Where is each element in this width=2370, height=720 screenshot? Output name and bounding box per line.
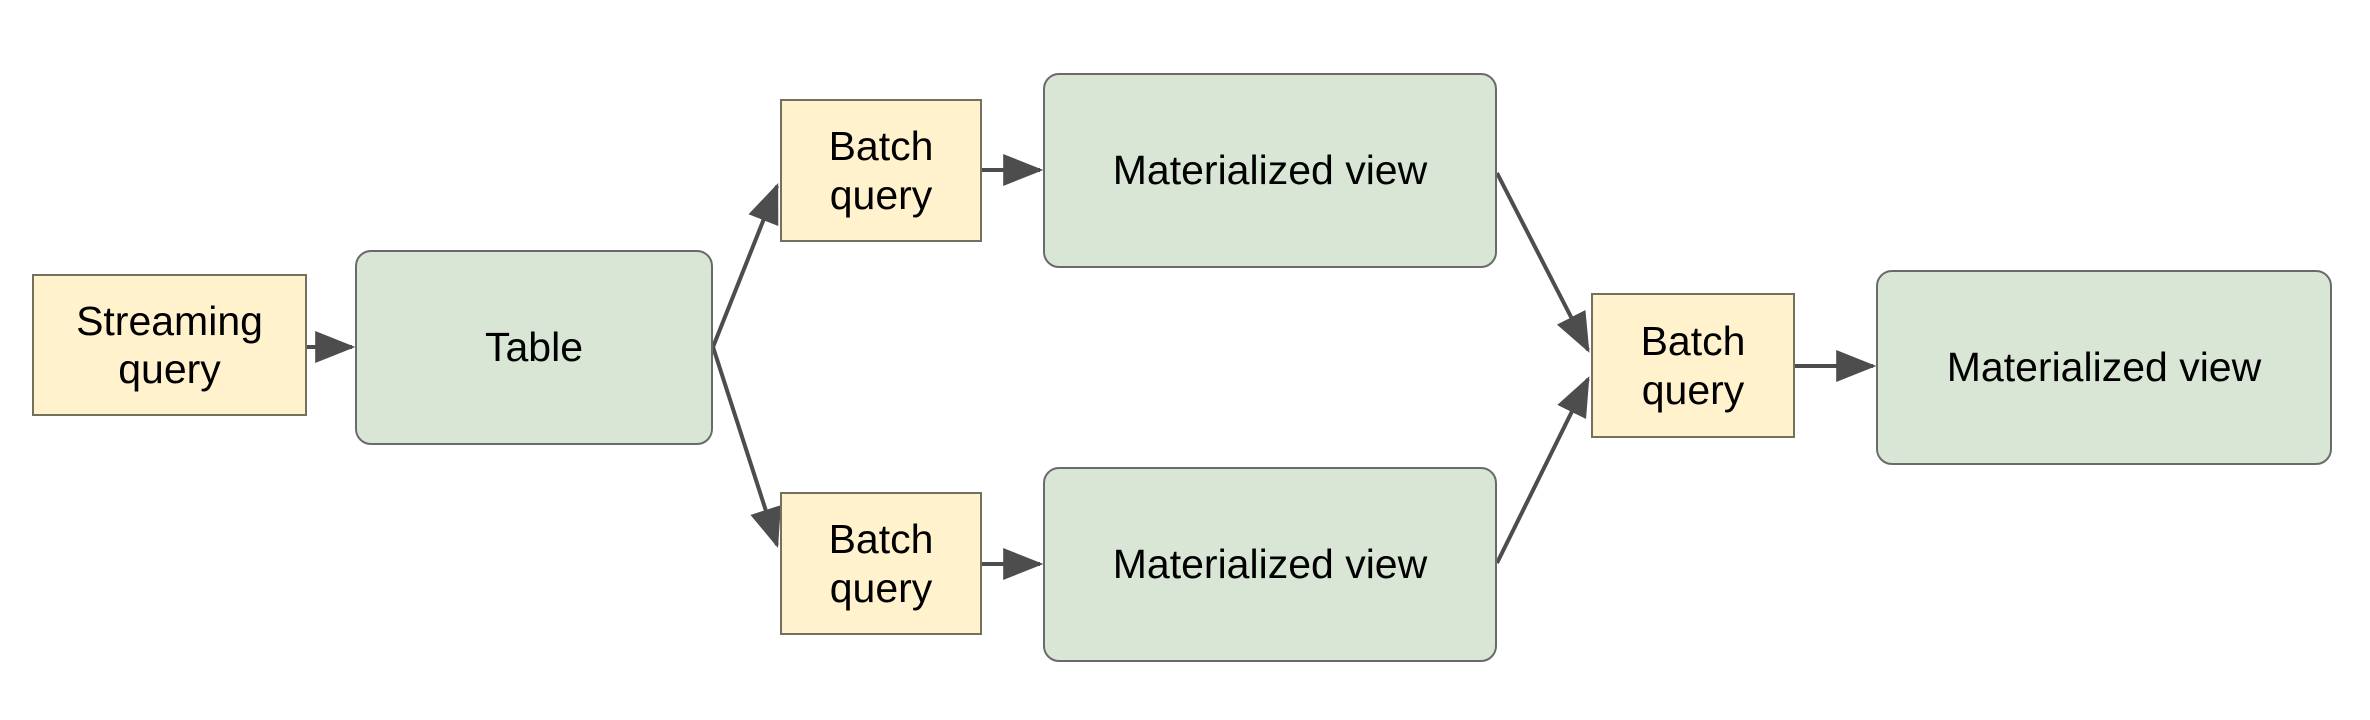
node-label-materialized-view-final: Materialized view [1946,344,2262,391]
node-label-batch-query-merge: Batch query [1640,318,1746,413]
node-materialized-view-bottom[interactable]: Materialized view [1043,467,1497,662]
node-label-streaming-query: Streaming query [76,297,263,392]
edge-table-to-batch-top [711,183,779,348]
node-label-materialized-view-bottom: Materialized view [1112,541,1428,588]
node-label-batch-query-bottom: Batch query [828,516,934,611]
node-table[interactable]: Table [355,250,713,445]
node-batch-query-merge[interactable]: Batch query [1591,293,1795,438]
node-batch-query-bottom[interactable]: Batch query [780,492,982,635]
node-materialized-view-final[interactable]: Materialized view [1876,270,2332,465]
node-label-batch-query-top: Batch query [828,123,934,218]
edge-mv-top-to-merge [1495,172,1590,353]
edge-mv-bottom-to-merge [1495,376,1590,564]
node-streaming-query[interactable]: Streaming query [32,274,307,416]
edge-table-to-batch-bottom [711,346,781,549]
node-label-materialized-view-top: Materialized view [1112,147,1428,194]
node-batch-query-top[interactable]: Batch query [780,99,982,242]
node-materialized-view-top[interactable]: Materialized view [1043,73,1497,268]
node-label-table: Table [484,324,583,371]
